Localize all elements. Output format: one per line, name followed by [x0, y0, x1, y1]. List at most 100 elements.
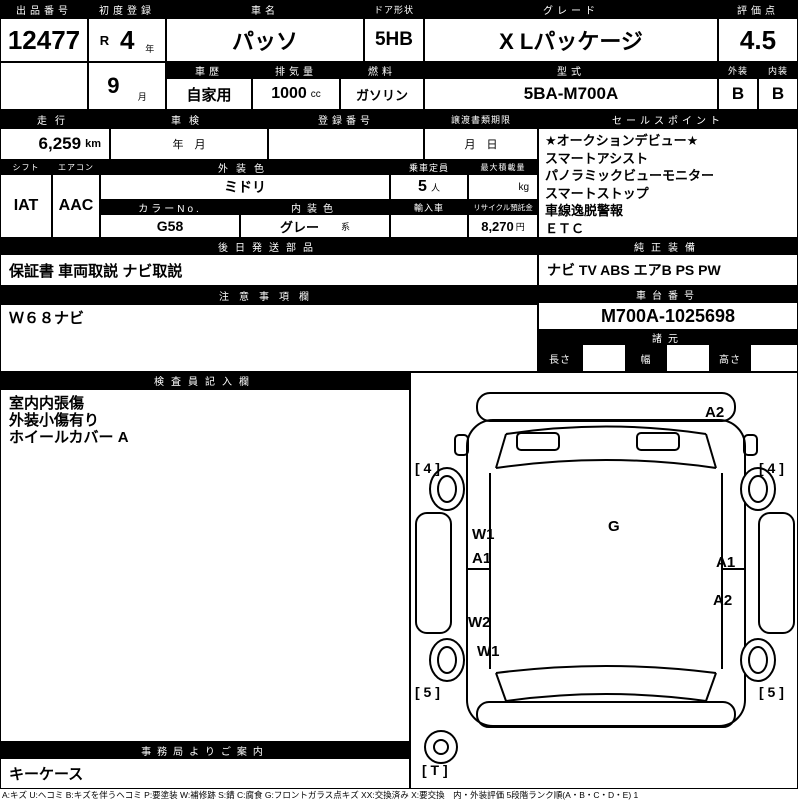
- transfer-deadline-value: 月 日: [424, 128, 538, 160]
- genuine-equipment-value: ナビ TV ABS エアB PS PW: [538, 254, 798, 286]
- windshield-right-edge: [705, 433, 717, 469]
- displacement-label: 排気量: [252, 62, 340, 78]
- fuel-value: ガソリン: [340, 78, 424, 110]
- capacity-number: 5: [418, 178, 427, 195]
- mileage-number: 6,259: [38, 134, 82, 153]
- height-label: 高さ: [710, 344, 750, 372]
- score-label: 評価点: [718, 0, 798, 18]
- recycle-deposit-label: リサイクル預託金: [468, 200, 538, 214]
- rear-left-wheel: [429, 638, 465, 682]
- exterior-color-value: ミドリ: [100, 174, 390, 200]
- width-value: [666, 344, 710, 372]
- sales-points-label: セールスポイント: [538, 110, 798, 128]
- history-value: 自家用: [166, 78, 252, 110]
- aircon-value: AAC: [52, 174, 100, 238]
- sales-point-item: スマートアシスト: [545, 150, 649, 166]
- first-registration-label: 初度登録: [88, 0, 166, 18]
- shift-label: シフト: [0, 160, 52, 174]
- right-mirror: [743, 434, 758, 456]
- capacity-unit: 人: [430, 182, 440, 193]
- sales-point-item: 車線逸脱警報: [545, 203, 624, 218]
- dimensions-label: 諸元: [538, 330, 798, 344]
- mark-spare-tire-t: [ T ]: [422, 762, 448, 778]
- model-code-value: 5BA-M700A: [424, 78, 718, 110]
- sales-point-item: パノラミックビューモニター: [545, 168, 715, 183]
- length-label: 長さ: [538, 344, 582, 372]
- car-name-label: 車名: [166, 0, 364, 18]
- model-code-label: 型式: [424, 62, 718, 78]
- capacity-label: 乗車定員: [390, 160, 468, 174]
- interior-color-label: 内装色: [240, 200, 390, 214]
- capacity-value: 5 人: [390, 174, 468, 200]
- mileage-label: 走行: [0, 110, 110, 128]
- mark-left-rear-w1: W1: [477, 643, 500, 660]
- later-shipping-value: 保証書 車両取説 ナビ取説: [0, 254, 538, 286]
- lot-number-label: 出品番号: [0, 0, 88, 18]
- color-number-value: G58: [100, 214, 240, 238]
- exterior-grade-value: B: [718, 78, 758, 110]
- rear-right-wheel: [740, 638, 776, 682]
- left-side-panel: [415, 512, 452, 634]
- rear-window-bottom-edge: [505, 693, 707, 702]
- mark-left-front-door-w1: W1: [472, 526, 495, 543]
- registration-number-label: 登録番号: [268, 110, 424, 128]
- grade-label: グレード: [424, 0, 718, 18]
- front-right-wheel-inner: [748, 475, 768, 503]
- inspection-label: 車検: [110, 110, 268, 128]
- cowl-right: [636, 432, 680, 451]
- first-registration-year: 4: [119, 24, 135, 55]
- inspector-notes-body: 室内内張傷 外装小傷有り ホイールカバー A: [0, 389, 410, 742]
- lot-number-value: 12477: [0, 18, 88, 62]
- genuine-equipment-label: 純正装備: [538, 238, 798, 254]
- inspector-note-line: 室内内張傷: [9, 395, 85, 412]
- mark-front-right-corner: [ 4 ]: [759, 460, 784, 476]
- rear-left-wheel-inner: [437, 646, 457, 674]
- exterior-color-label: 外装色: [100, 160, 390, 174]
- era-code: R: [99, 32, 110, 48]
- exterior-grade-label: 外装: [718, 62, 758, 78]
- import-car-label: 輸入車: [390, 200, 468, 214]
- windshield-top-edge: [505, 425, 707, 435]
- front-bumper: [476, 392, 736, 422]
- sales-point-item: ★オークションデビュー★: [545, 133, 699, 148]
- inspector-note-line: 外装小傷有り: [9, 412, 100, 429]
- color-number-label: カラーNo.: [100, 200, 240, 214]
- recycle-deposit-value: 8,270 円: [468, 214, 538, 238]
- mileage-value: 6,259 km: [0, 128, 110, 160]
- lot-number-spacer: [0, 62, 88, 110]
- first-registration-year-cell: R 4 年: [88, 18, 166, 62]
- mark-front-left-corner: [ 4 ]: [415, 460, 440, 476]
- recycle-deposit-number: 8,270: [481, 218, 514, 234]
- mark-left-rear-w2: W2: [468, 614, 491, 631]
- rear-right-wheel-inner: [748, 646, 768, 674]
- inspection-value: 年 月: [110, 128, 268, 160]
- aircon-label: エアコン: [52, 160, 100, 174]
- right-side-panel: [758, 512, 795, 634]
- chassis-number-value: M700A-1025698: [538, 302, 798, 330]
- spare-tire-inner: [433, 739, 449, 755]
- interior-grade-value: B: [758, 78, 798, 110]
- interior-color-value: グレー 系: [240, 214, 390, 238]
- first-registration-month-cell: 9 月: [88, 62, 166, 110]
- transfer-deadline-label: 譲渡書類期限: [424, 110, 538, 128]
- front-left-wheel: [429, 467, 465, 511]
- mark-rear-right-corner: [ 5 ]: [759, 684, 784, 700]
- length-value: [582, 344, 626, 372]
- year-unit: 年: [145, 44, 155, 54]
- chassis-number-label: 車台番号: [538, 286, 798, 302]
- sales-point-item: スマートストップ: [545, 185, 649, 201]
- mark-windshield-g: G: [608, 518, 620, 535]
- car-diagram: A2 [ 4 ] [ 4 ] W1 A1 G A1 A2 W2 W1 [ 5 ]…: [415, 392, 795, 778]
- mark-right-rear-door-a2: A2: [713, 592, 732, 609]
- rear-window-left-edge: [495, 672, 507, 702]
- legend-text: A:キズ U:ヘコミ B:キズを伴うヘコミ P:要塗装 W:補修跡 S:錆 C:…: [2, 790, 639, 800]
- first-registration-month: 9: [107, 73, 120, 98]
- mark-front-panel-a2: A2: [705, 404, 724, 421]
- displacement-number: 1000: [271, 85, 307, 102]
- office-info-label: 事務局よりご案内: [0, 742, 410, 758]
- recycle-deposit-unit: 円: [515, 221, 525, 232]
- caution-notes-label: 注意事項欄: [0, 286, 538, 304]
- front-left-wheel-inner: [437, 475, 457, 503]
- registration-number-value: [268, 128, 424, 160]
